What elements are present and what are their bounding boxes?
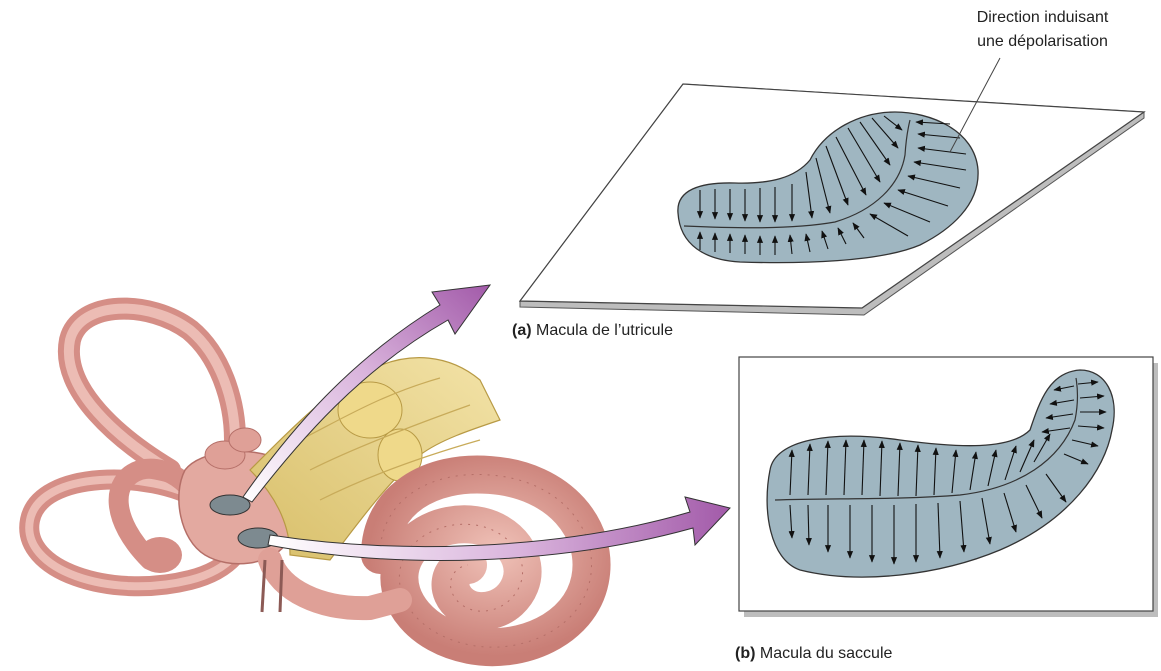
annotation-line-1: Direction induisant (925, 6, 1160, 30)
annotation-line-2: une dépolarisation (925, 30, 1160, 54)
caption-utricle: (a) Macula de l’utricule (512, 322, 673, 340)
cochlea (380, 474, 592, 647)
caption-a-text: Macula de l’utricule (536, 322, 673, 339)
inner-ear-illustration (29, 309, 591, 648)
depolarization-annotation: Direction induisant une dépolarisation (925, 6, 1160, 54)
caption-saccule: (b) Macula du saccule (735, 645, 892, 663)
caption-b-letter: (b) (735, 645, 755, 662)
caption-a-letter: (a) (512, 322, 532, 339)
caption-b-text: Macula du saccule (760, 645, 893, 662)
